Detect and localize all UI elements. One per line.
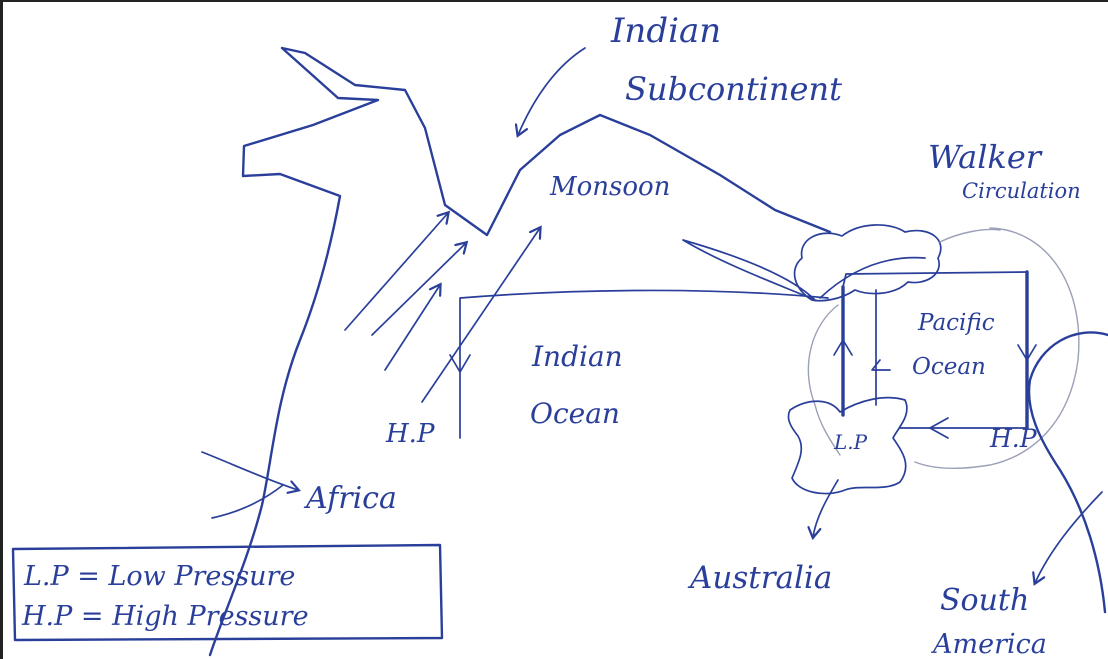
cloud [795,225,941,301]
monsoon-arrow-3 [385,285,440,370]
africa-arrow-1 [202,452,298,490]
south-america-pointer [1035,492,1102,583]
walker-loop-top [940,230,1000,243]
label-australia: Australia [687,560,832,596]
label-indian-ocean-line1: Indian [531,340,623,373]
australia-pointer [813,480,838,537]
label-hp-left: H.P [385,419,435,449]
pacific-inner-arrow [872,360,890,370]
legend-line-high-pressure: H.P = High Pressure [21,601,309,632]
indian-ocean-cell [460,290,828,438]
monsoon-arrow-4 [422,228,540,402]
monsoon-arrow-1 [345,213,448,330]
label-america: America [930,629,1047,659]
label-indian: Indian [610,11,721,51]
africa-arrow-2 [212,485,283,518]
label-indian-ocean-line2: Ocean [530,397,620,430]
label-walker: Walker [928,138,1043,176]
label-pacific-ocean: Ocean [912,354,986,380]
label-lp: L.P [833,430,868,454]
cloud-inner [820,258,925,298]
subcontinent-pointer [518,48,585,135]
monsoon-arrow-2 [372,243,466,335]
label-subcontinent: Subcontinent [625,70,842,108]
label-africa: Africa [303,481,397,516]
label-monsoon: Monsoon [549,172,670,202]
label-pacific: Pacific [917,310,995,336]
label-hp-right: H.P [989,424,1038,453]
legend-line-low-pressure: L.P = Low Pressure [23,561,295,592]
label-south: South [940,583,1029,618]
label-circulation: Circulation [962,179,1081,203]
